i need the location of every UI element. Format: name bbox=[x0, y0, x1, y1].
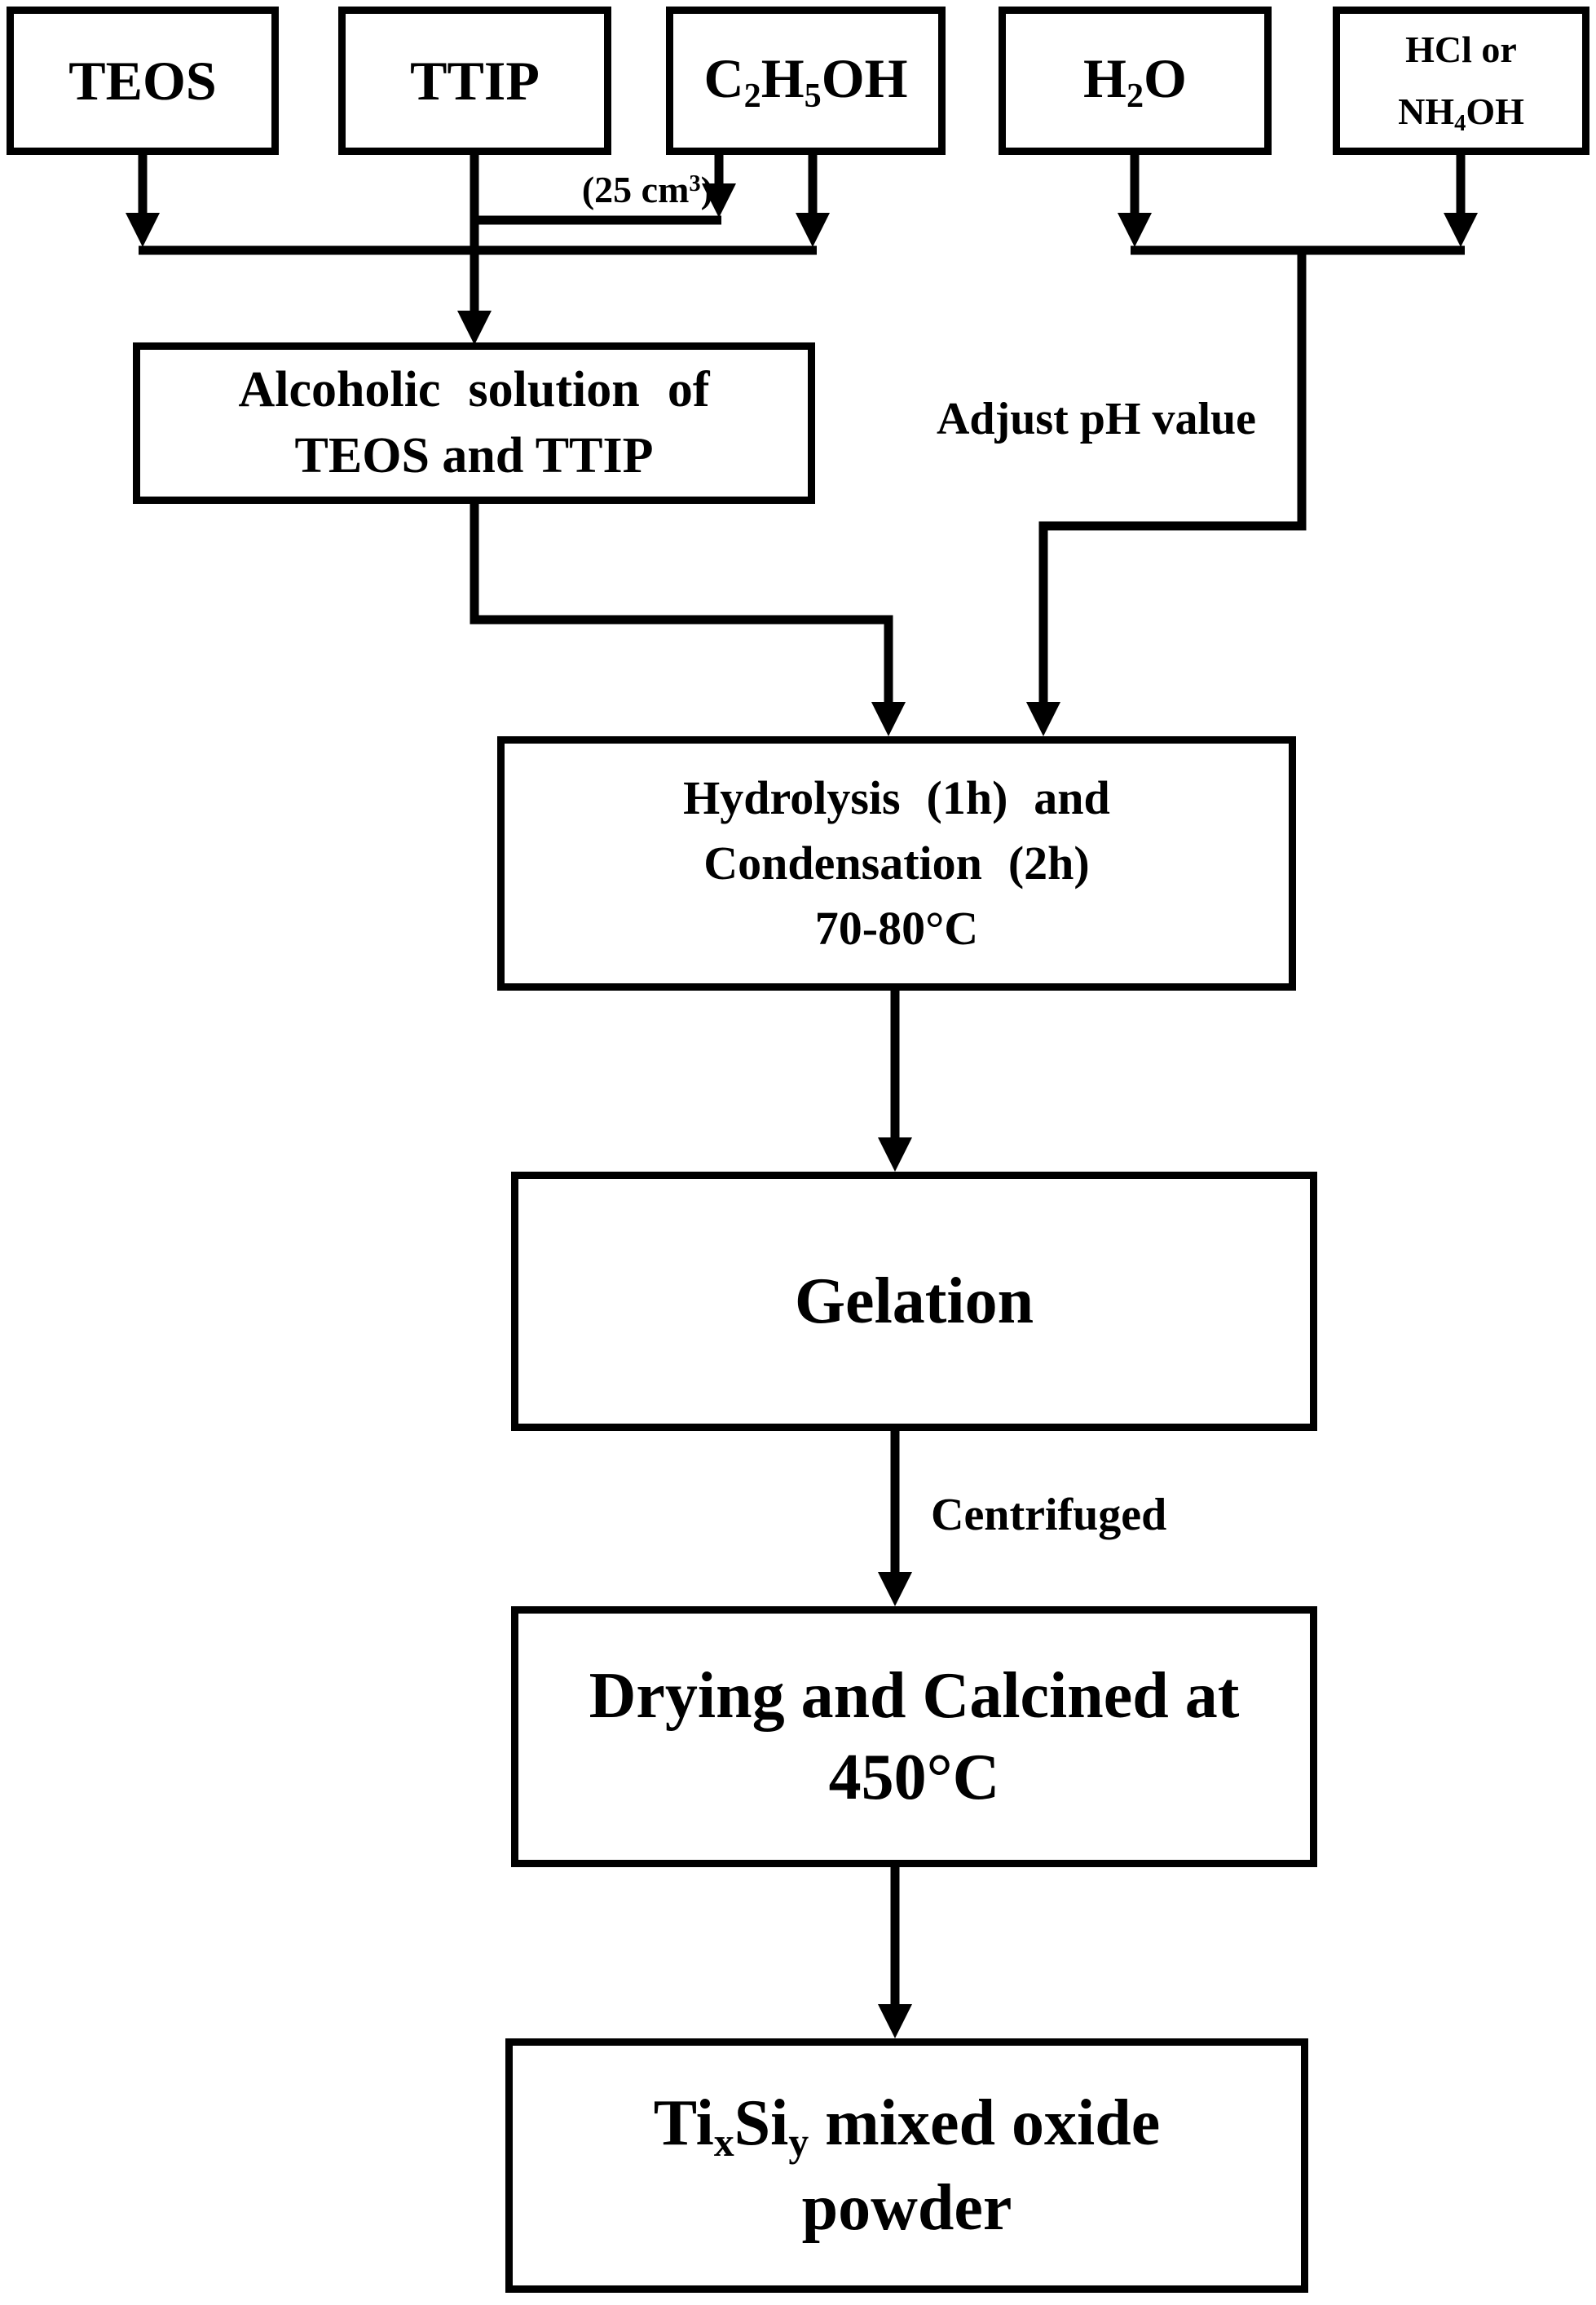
box-ethanol: C2H5OH bbox=[666, 7, 946, 155]
box-alcoholic-line2: TEOS and TTIP bbox=[294, 428, 654, 484]
box-catalyst: HCl or NH4OH bbox=[1333, 7, 1589, 155]
volume-label-text: (25 cm3) bbox=[581, 169, 713, 210]
box-drying: Drying and Calcined at 450°C bbox=[511, 1606, 1317, 1867]
arrowhead-gelation-icon bbox=[878, 1137, 912, 1172]
arrowhead-teos-icon bbox=[126, 213, 160, 247]
arrowhead-ethanol-icon bbox=[796, 213, 830, 247]
box-water-label: H2O bbox=[1083, 46, 1187, 115]
arrowhead-ph-icon bbox=[1026, 702, 1060, 736]
arrowhead-drying-icon bbox=[878, 1572, 912, 1606]
box-catalyst-line2: NH4OH bbox=[1398, 90, 1524, 136]
connector-mix-path bbox=[470, 500, 893, 703]
box-catalyst-line1: HCl or bbox=[1405, 29, 1517, 71]
centrifuged-label-text: Centrifuged bbox=[931, 1490, 1167, 1540]
box-water: H2O bbox=[999, 7, 1272, 155]
centrifuged-label: Centrifuged bbox=[931, 1489, 1166, 1541]
box-product-line1: TixSiy mixed oxide bbox=[653, 2086, 1161, 2165]
box-ttip-label: TTIP bbox=[410, 49, 540, 112]
arrowhead-product-icon bbox=[878, 2004, 912, 2038]
arrowhead-ttip-icon bbox=[457, 311, 492, 345]
box-drying-line1: Drying and Calcined at bbox=[589, 1660, 1240, 1732]
box-ttip: TTIP bbox=[338, 7, 611, 155]
box-hydrolysis-line3: 70-80°C bbox=[814, 902, 979, 956]
volume-label: (25 cm3) bbox=[522, 168, 713, 211]
box-alcoholic-solution: Alcoholic solution of TEOS and TTIP bbox=[133, 342, 815, 504]
box-drying-line2: 450°C bbox=[828, 1742, 1000, 1813]
box-ethanol-label: C2H5OH bbox=[703, 46, 908, 115]
adjust-ph-label: Adjust pH value bbox=[921, 393, 1272, 445]
arrowhead-catalyst-icon bbox=[1444, 213, 1478, 247]
arrowhead-ethanol-volume-icon bbox=[702, 183, 736, 218]
arrowhead-water-icon bbox=[1118, 213, 1152, 247]
box-teos: TEOS bbox=[7, 7, 279, 155]
adjust-ph-label-text: Adjust pH value bbox=[936, 394, 1257, 444]
box-alcoholic-line1: Alcoholic solution of bbox=[238, 362, 710, 418]
box-hydrolysis-line1: Hydrolysis (1h) and bbox=[683, 771, 1110, 824]
box-product: TixSiy mixed oxide powder bbox=[505, 2038, 1308, 2293]
box-product-line2: powder bbox=[801, 2172, 1012, 2245]
box-teos-label: TEOS bbox=[68, 49, 217, 112]
box-gelation: Gelation bbox=[511, 1172, 1317, 1431]
arrowhead-mix-icon bbox=[871, 702, 906, 736]
connector-ph-path bbox=[1038, 249, 1307, 703]
box-hydrolysis: Hydrolysis (1h) and Condensation (2h) 70… bbox=[497, 736, 1296, 991]
box-hydrolysis-line2: Condensation (2h) bbox=[703, 836, 1090, 890]
box-gelation-label: Gelation bbox=[794, 1265, 1034, 1337]
